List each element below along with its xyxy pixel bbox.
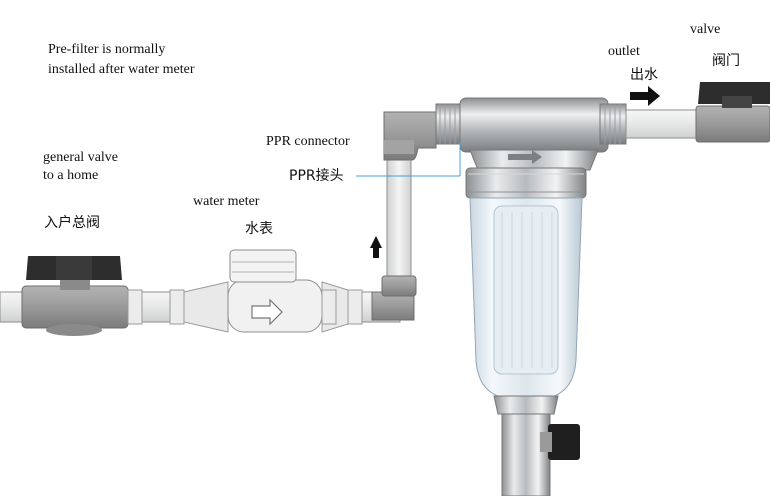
- flow-arrow-up-icon: [370, 236, 382, 258]
- meter-arrow-icon: [251, 298, 283, 326]
- general-valve-label-line2: to a home: [43, 168, 99, 183]
- filter-collar: [465, 167, 587, 199]
- meter-outlet-fittings: [321, 281, 363, 333]
- ppr-callout-line: [356, 142, 461, 177]
- filter-head: [459, 97, 609, 171]
- valve-cn-label: 阀门: [712, 53, 740, 69]
- ppr-connector-right: [599, 103, 627, 145]
- outlet-valve: [695, 82, 770, 143]
- general-valve-cn-label: 入户总阀: [44, 215, 100, 231]
- ppr-connector-cn-label: PPR接头: [289, 168, 344, 184]
- ppr-connector-label: PPR connector: [266, 134, 350, 149]
- prefilter-note-line1: Pre-filter is normally: [48, 42, 166, 57]
- outlet-label: outlet: [608, 44, 640, 59]
- riser-pipe: [371, 111, 437, 321]
- valve-label: valve: [690, 22, 721, 37]
- outlet-cn-label: 出水: [630, 67, 658, 83]
- water-meter-cn-label: 水表: [245, 221, 273, 237]
- general-valve-label: general valve: [43, 150, 119, 165]
- flow-arrow-right-icon: [630, 86, 660, 106]
- meter-inlet-fittings: [127, 281, 229, 333]
- filter-drain: [493, 395, 580, 496]
- prefilter-note-line2: installed after water meter: [48, 62, 195, 77]
- general-valve: [21, 256, 129, 336]
- filter-bowl: [469, 197, 583, 399]
- water-meter: [227, 249, 323, 333]
- ppr-connector-left: [435, 103, 463, 145]
- water-meter-label: water meter: [193, 194, 260, 209]
